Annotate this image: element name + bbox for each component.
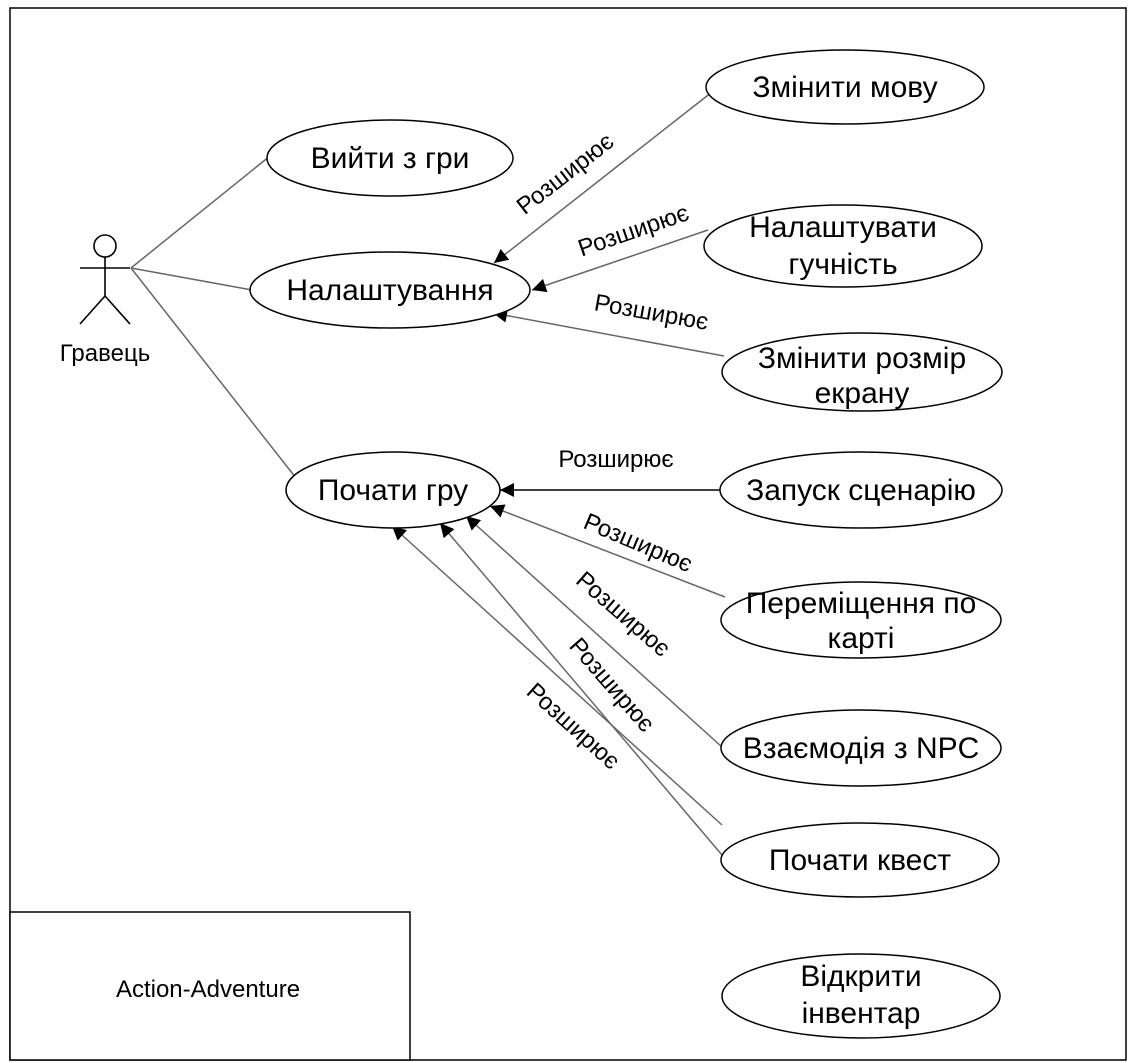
association-exit-game — [130, 155, 271, 269]
use-case-label: Налаштувати — [749, 211, 937, 244]
association-settings — [130, 267, 253, 291]
use-case-label: Почати гру — [318, 474, 468, 507]
use-case-settings[interactable]: Налаштування — [249, 251, 531, 329]
use-case-label: Запуск сценарію — [746, 474, 976, 507]
extend-open-inventory — [391, 525, 723, 826]
use-case-label: Налаштування — [286, 274, 493, 307]
use-case-npc-interaction[interactable]: Взаємодія з NPC — [720, 709, 1002, 787]
use-case-label: Взаємодія з NPC — [743, 732, 980, 765]
use-case-label: інвентар — [802, 997, 921, 1030]
use-case-label: екрану — [815, 377, 910, 410]
actor-head — [93, 234, 117, 258]
use-case-map-movement[interactable]: Переміщення по карті — [720, 581, 1002, 659]
use-case-label: Почати квест — [769, 844, 951, 877]
system-box — [9, 911, 411, 1061]
extend-npc-interaction — [465, 515, 723, 748]
use-case-label: Змінити мову — [752, 71, 937, 104]
use-case-adjust-volume[interactable]: Налаштувати гучність — [703, 204, 983, 288]
system-name: Action-Adventure — [116, 976, 300, 1003]
actor-leg-right — [104, 295, 131, 325]
use-case-label: Відкрити — [800, 960, 921, 993]
extend-change-screen-size — [492, 308, 725, 357]
extend-map-movement — [489, 504, 726, 598]
extend-change-language — [493, 91, 713, 264]
use-case-change-screen-size[interactable]: Змінити розмір екрану — [721, 332, 1003, 412]
use-case-open-inventory[interactable]: Відкрити інвентар — [721, 953, 1001, 1039]
use-case-label: карті — [828, 622, 895, 655]
actor-name: Гравець — [60, 340, 150, 367]
association-start-game — [130, 267, 297, 479]
actor-player[interactable]: Гравець — [60, 234, 150, 367]
use-case-exit-game[interactable]: Вийти з гри — [266, 119, 514, 197]
use-case-launch-scenario[interactable]: Запуск сценарію — [719, 451, 1003, 529]
extend-label-launch-scenario: Розширює — [558, 446, 673, 473]
use-case-change-language[interactable]: Змінити мову — [705, 49, 985, 125]
use-case-label: гучність — [788, 248, 897, 281]
extend-adjust-volume — [531, 229, 709, 293]
use-case-label: Вийти з гри — [311, 142, 470, 175]
use-case-start-game[interactable]: Почати гру — [285, 451, 501, 529]
use-case-start-quest[interactable]: Почати квест — [720, 822, 1000, 898]
use-case-label: Переміщення по — [746, 587, 977, 620]
actor-leg-left — [79, 295, 106, 325]
extend-start-quest — [439, 522, 723, 856]
use-case-label: Змінити розмір — [758, 342, 966, 375]
